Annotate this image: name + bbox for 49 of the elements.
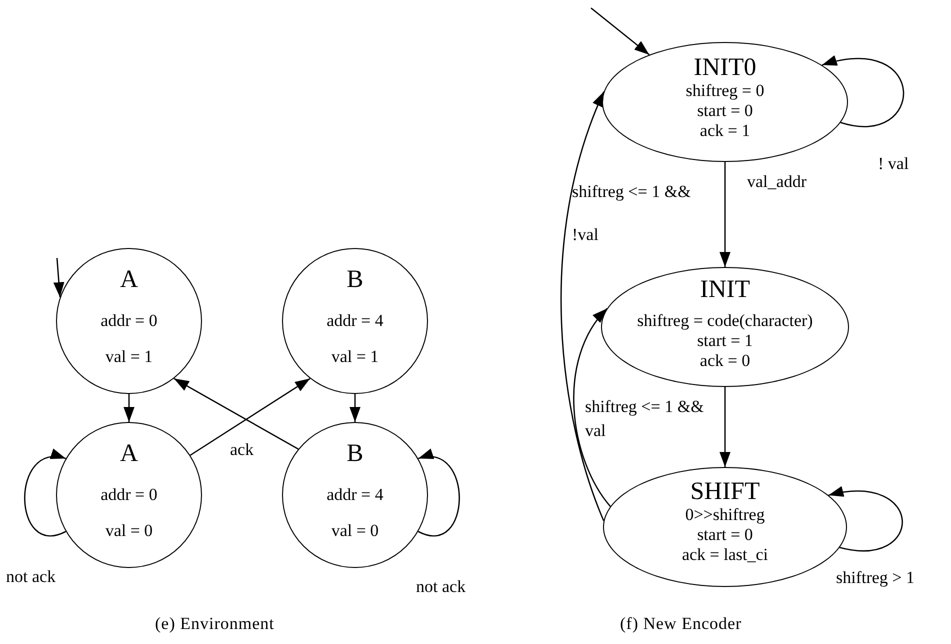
state-output: val = 0 — [105, 520, 153, 542]
state-ellipse — [602, 42, 848, 162]
arrow — [822, 56, 904, 128]
state-output: addr = 4 — [326, 310, 384, 332]
state-name: SHIFT — [690, 479, 760, 505]
state-ellipse — [56, 422, 202, 568]
arrow — [828, 487, 903, 552]
state-name: A — [120, 267, 138, 293]
state-output: addr = 4 — [326, 484, 384, 506]
state-output: start = 0 — [697, 101, 753, 121]
state-output: val = 0 — [331, 520, 379, 542]
caption-text: (f) New Encoder — [620, 614, 742, 634]
state-ellipse — [282, 248, 428, 394]
state-output: addr = 0 — [100, 484, 158, 506]
state-name: A — [120, 441, 138, 467]
state-output: ack = last_ci — [682, 545, 768, 565]
state-output: val = 1 — [105, 346, 153, 368]
state-ellipse — [282, 422, 428, 568]
state-ellipse — [601, 267, 849, 387]
arrow — [24, 450, 66, 536]
state-output: start = 0 — [697, 525, 753, 545]
arrow — [573, 308, 611, 507]
state-name: B — [346, 441, 364, 467]
state-output: shiftreg = code(character) — [637, 311, 813, 331]
state-output: 0>>shiftreg — [685, 505, 765, 525]
arrow — [124, 394, 134, 422]
arrow — [560, 91, 604, 521]
arrow — [720, 387, 730, 467]
arrow — [350, 394, 360, 422]
state-output: addr = 0 — [100, 310, 158, 332]
state-output: ack = 1 — [700, 121, 750, 141]
state-name: B — [346, 267, 364, 293]
caption-text: (e) Environment — [155, 614, 274, 634]
arrow — [53, 258, 64, 298]
arrow — [190, 378, 310, 456]
state-output: val = 1 — [331, 346, 379, 368]
arrow — [590, 8, 650, 56]
state-output: start = 1 — [697, 331, 753, 351]
state-output: shiftreg = 0 — [686, 81, 764, 101]
state-name: INIT0 — [694, 55, 756, 81]
state-ellipse — [56, 248, 202, 394]
state-output: ack = 0 — [700, 351, 750, 371]
arrow — [174, 378, 299, 450]
edge-label: shiftreg <= 1 && !val — [571, 181, 692, 246]
edge-label: shiftreg <= 1 && val — [584, 396, 705, 442]
edge-label: val_addr — [745, 172, 808, 192]
state-name: INIT — [700, 277, 750, 303]
arrow — [720, 162, 730, 267]
arrow — [418, 450, 460, 536]
